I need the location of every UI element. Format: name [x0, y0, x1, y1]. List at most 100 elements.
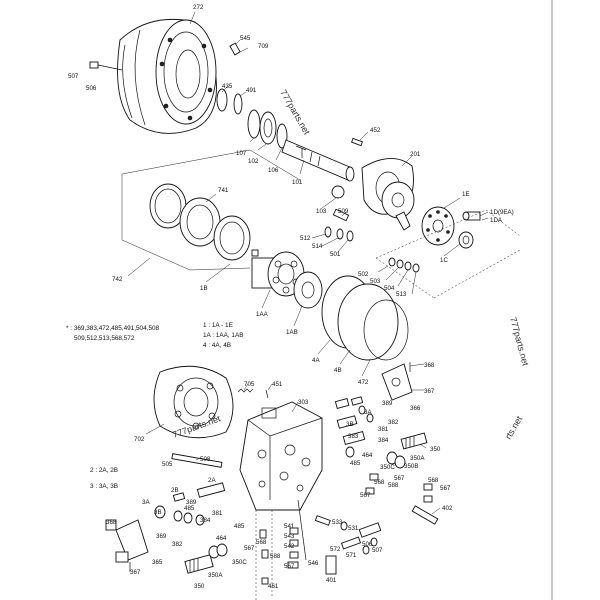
label-389-left: 389	[186, 499, 197, 506]
label-572: 572	[330, 546, 341, 553]
label-106: 106	[268, 167, 279, 174]
valve-plate-1e	[421, 206, 455, 246]
label-365: 365	[152, 559, 163, 566]
label-350b: 350B	[404, 463, 418, 470]
shaft-101	[281, 139, 355, 182]
housing-272	[117, 18, 217, 134]
label-741: 741	[218, 187, 229, 194]
label-568-far: 568	[428, 477, 439, 484]
valve-body-303	[239, 401, 323, 511]
cover-702	[153, 365, 234, 439]
note-kit1a: 1A : 1AA, 1AB	[203, 332, 244, 339]
label-1da: 1DA	[490, 217, 503, 224]
label-531: 531	[348, 525, 359, 532]
note-kit2: 2 : 2A, 2B	[90, 467, 118, 474]
label-389-right: 389	[382, 400, 393, 407]
callout-labels: 272 545 709 507 506 435 491 107 102 106 …	[68, 4, 514, 590]
label-506-bottom: 506	[362, 541, 373, 548]
label-1b: 1B	[200, 285, 208, 292]
label-503: 503	[370, 278, 381, 285]
label-384-right: 384	[378, 437, 389, 444]
label-472: 472	[358, 379, 369, 386]
label-366: 366	[410, 405, 421, 412]
label-571: 571	[346, 552, 357, 559]
label-103: 103	[316, 208, 327, 215]
label-541: 541	[284, 523, 295, 530]
label-509: 509	[338, 208, 349, 215]
label-1ab: 1AB	[286, 329, 298, 336]
label-107: 107	[236, 150, 247, 157]
label-368-left: 368	[106, 519, 117, 526]
label-568-right: 568	[374, 479, 385, 486]
label-508: 508	[200, 456, 211, 463]
label-382-right: 382	[388, 419, 399, 426]
label-3a-left: 3A	[142, 499, 150, 506]
label-588-bottom: 588	[270, 553, 281, 560]
label-2b: 2B	[171, 487, 179, 494]
label-567-bottom2: 567	[284, 563, 295, 570]
label-533: 533	[332, 519, 343, 526]
watermark-right: 777parts.net	[508, 316, 531, 367]
label-545: 545	[240, 35, 251, 42]
label-485-bottom: 485	[234, 523, 245, 530]
label-350c-right: 350C	[380, 464, 395, 471]
label-383: 383	[348, 433, 359, 440]
label-546: 546	[308, 560, 319, 567]
label-201: 201	[410, 151, 421, 158]
note-kit3: 3 : 3A, 3B	[90, 483, 118, 490]
note-star-line1: * : 369,383,472,485,491,504,508	[66, 325, 160, 332]
label-435: 435	[222, 83, 233, 90]
label-567-far: 567	[440, 485, 451, 492]
retainer-1ab	[293, 271, 323, 309]
oring-472	[363, 299, 409, 361]
bolt-507	[89, 61, 123, 71]
label-567-right: 567	[394, 475, 405, 482]
note-kit4: 4 : 4A, 4B	[203, 342, 231, 349]
label-464-right: 464	[362, 452, 373, 459]
label-485-right: 485	[350, 460, 361, 467]
notes: * : 369,383,472,485,491,504,508 509,512,…	[66, 322, 244, 490]
label-381-right: 381	[378, 426, 389, 433]
label-350a-left: 350A	[208, 572, 223, 579]
label-402: 402	[442, 505, 453, 512]
note-kit1: 1 : 1A - 1E	[203, 322, 233, 329]
label-452: 452	[370, 127, 381, 134]
label-514: 514	[312, 243, 323, 250]
label-350-left: 350	[194, 583, 205, 590]
label-709: 709	[258, 43, 269, 50]
label-102: 102	[248, 158, 259, 165]
label-512: 512	[300, 235, 311, 242]
label-567-mid: 567	[360, 492, 371, 499]
label-384-left: 384	[200, 517, 211, 524]
label-367-top: 367	[424, 388, 435, 395]
oring-4b	[337, 283, 399, 361]
swash-201	[361, 158, 415, 231]
watermark-far-right: rts.net	[503, 414, 524, 441]
friction-plate-2	[213, 215, 251, 261]
label-491: 491	[246, 87, 257, 94]
label-350c-left: 350C	[232, 559, 247, 566]
label-543: 543	[284, 533, 295, 540]
label-504: 504	[384, 285, 395, 292]
label-3b-left: 3B	[154, 509, 162, 516]
label-451: 451	[272, 381, 283, 388]
label-542: 542	[284, 543, 295, 550]
label-705: 705	[244, 381, 255, 388]
label-702: 702	[134, 436, 145, 443]
label-568-bottom: 568	[256, 539, 267, 546]
label-513: 513	[396, 291, 407, 298]
label-272: 272	[193, 4, 204, 11]
label-588-right: 588	[388, 482, 399, 489]
label-369: 369	[156, 533, 167, 540]
label-507: 507	[68, 73, 79, 80]
label-4b: 4B	[334, 367, 342, 374]
label-567-bottom: 567	[244, 545, 255, 552]
label-501: 501	[330, 251, 341, 258]
label-1e: 1E	[462, 191, 470, 198]
label-303: 303	[298, 399, 309, 406]
label-1d: 1D(9EA)	[490, 209, 514, 216]
label-368-top: 368	[424, 362, 435, 369]
label-350-right: 350	[430, 446, 441, 453]
label-350a-right: 350A	[410, 455, 425, 462]
